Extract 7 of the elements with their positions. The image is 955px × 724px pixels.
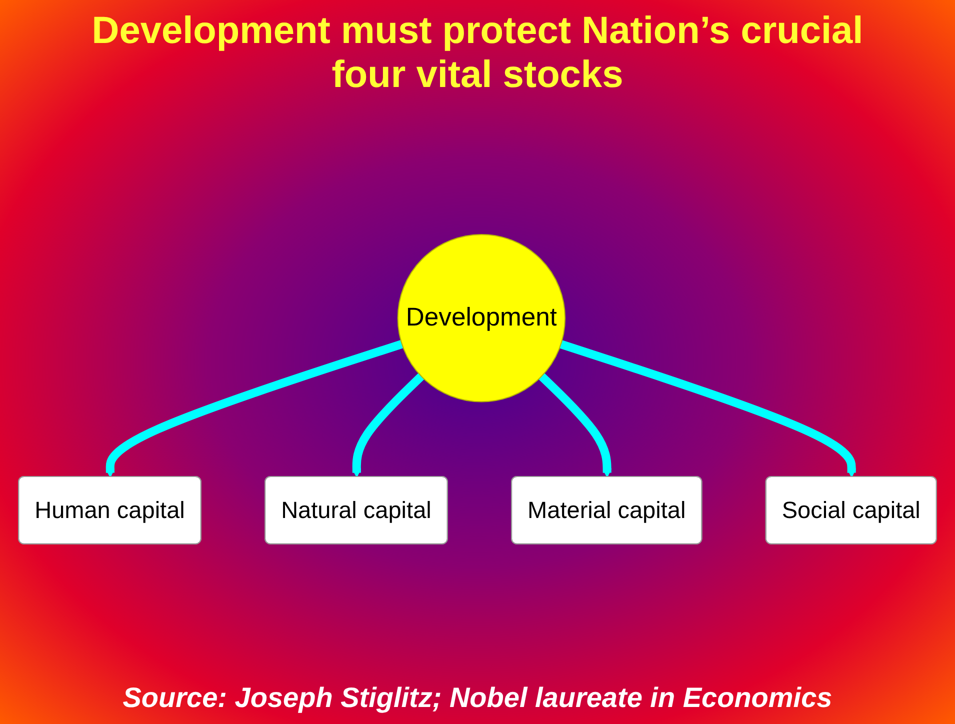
arrow <box>105 340 404 478</box>
title: Development must protect Nation’s crucial four vital stocks <box>90 10 864 98</box>
arrow <box>352 374 424 478</box>
arrow <box>560 340 856 478</box>
node-circle: Development <box>397 234 566 403</box>
arrow <box>538 374 612 478</box>
caption: Source: Joseph Stiglitz; Nobel laureate in Economics <box>122 682 832 714</box>
